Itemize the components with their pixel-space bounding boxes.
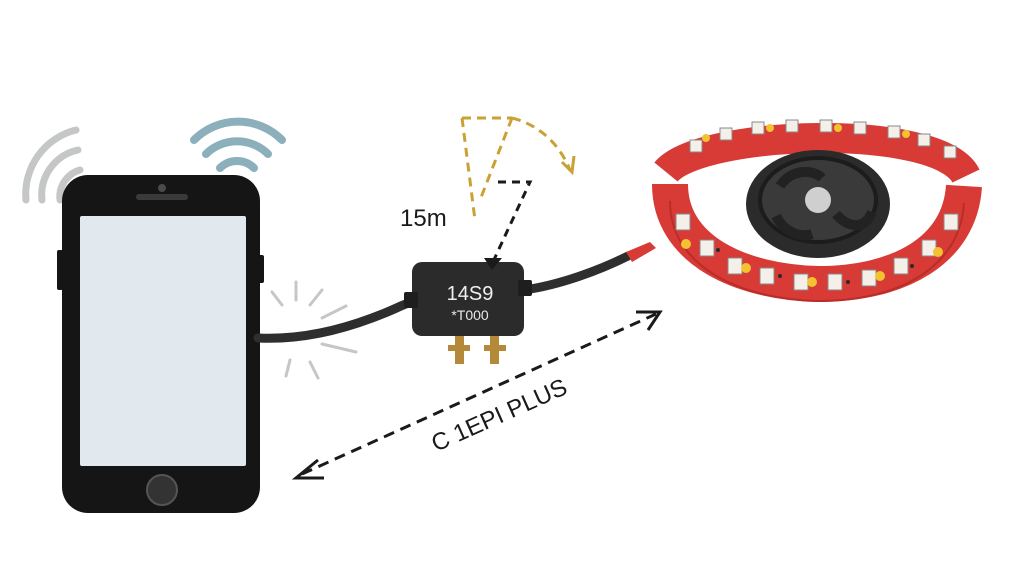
speaker-grille [136, 194, 188, 200]
pointer-arrowhead-icon [484, 258, 502, 270]
range-angle-marker [460, 116, 572, 221]
controller-module: 14S9 *T000 [404, 262, 532, 336]
camera-icon [158, 184, 166, 192]
led-strip-reel [652, 119, 982, 303]
phone-screen [80, 216, 246, 466]
wifi-icon-right [190, 117, 286, 172]
arrow-left-icon [291, 458, 324, 480]
smartphone [57, 175, 264, 513]
wifi-icon-left [22, 126, 84, 204]
cable-tip [626, 242, 656, 262]
module-pins [448, 330, 506, 364]
angle-arrowhead-icon [560, 155, 576, 176]
distance-double-arrow [291, 310, 663, 480]
product-label: C 1EPI PLUS [427, 374, 571, 458]
distance-label: 15m [400, 205, 447, 232]
signal-burst-icon [270, 280, 358, 380]
module-label-line2: *T000 [451, 307, 489, 323]
module-label-line1: 14S9 [447, 283, 494, 305]
reel-hub-icon [805, 187, 831, 213]
range-pointer [490, 180, 533, 265]
home-button [146, 474, 178, 506]
cable-module-to-strip [519, 251, 633, 295]
cable-phone-to-module [253, 297, 417, 343]
arrow-right-icon [636, 310, 663, 331]
